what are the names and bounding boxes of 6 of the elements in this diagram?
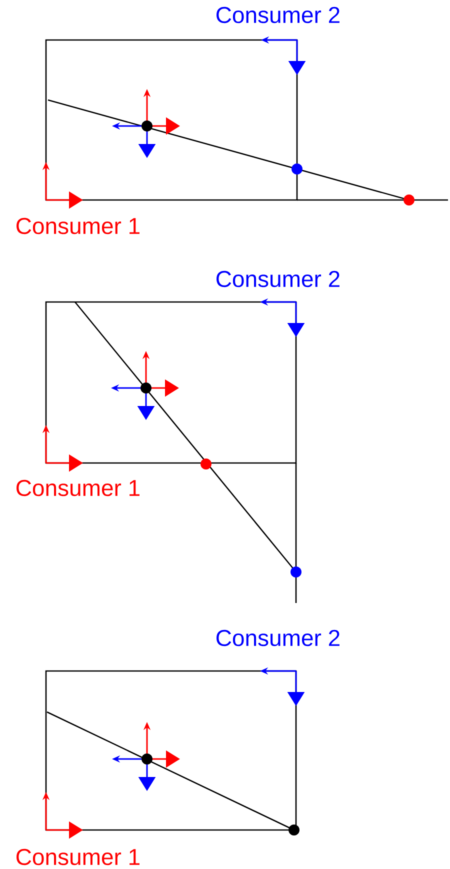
consumer-label: Consumer 1 xyxy=(16,848,140,866)
consumer-label: Consumer 2 xyxy=(216,630,340,646)
consumer-label: Consumer 2 xyxy=(216,270,340,288)
consumer-label: Consumer 1 xyxy=(16,480,140,496)
consumer-label: Consumer 1 xyxy=(16,218,140,234)
consumer-label: Consumer 2 xyxy=(216,6,340,24)
